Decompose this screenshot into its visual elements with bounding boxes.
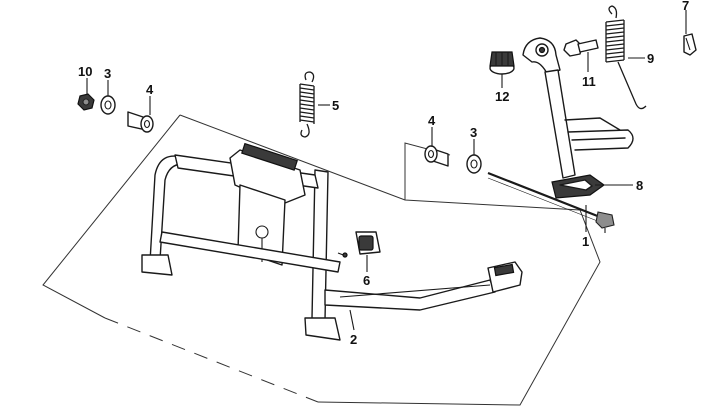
main-stand-spring bbox=[299, 71, 315, 138]
callout-4-right: 4 bbox=[428, 113, 436, 128]
callout-2: 2 bbox=[350, 332, 357, 347]
callout-8: 8 bbox=[636, 178, 643, 193]
callout-3-left: 3 bbox=[104, 66, 111, 81]
callout-10: 10 bbox=[78, 64, 92, 79]
leader-lines bbox=[86, 10, 687, 331]
spring-clip bbox=[683, 33, 697, 56]
side-stand-spring bbox=[605, 5, 647, 110]
callout-11: 11 bbox=[582, 74, 596, 89]
boundary-left-edge bbox=[42, 114, 181, 319]
callout-7: 7 bbox=[682, 0, 689, 13]
callout-labels: 1 2 3 3 4 4 5 6 7 8 9 10 11 12 bbox=[78, 0, 689, 347]
side-stand-bolt bbox=[563, 39, 599, 57]
pivot-shaft-bolt bbox=[487, 171, 615, 233]
boundary-right-edge bbox=[179, 114, 601, 406]
hex-nut bbox=[77, 93, 95, 111]
callout-6: 6 bbox=[363, 273, 370, 288]
washer-left bbox=[100, 95, 116, 115]
washer-right bbox=[466, 154, 482, 174]
callout-3-right: 3 bbox=[470, 125, 477, 140]
callout-4-left: 4 bbox=[146, 82, 154, 97]
bushing-right bbox=[424, 145, 449, 167]
rubber-stopper bbox=[355, 231, 381, 255]
main-stand-frame bbox=[141, 142, 523, 341]
boundary-dashed-bottom bbox=[104, 317, 319, 403]
callout-1: 1 bbox=[582, 234, 589, 249]
bushing-left bbox=[127, 111, 154, 133]
callout-5: 5 bbox=[332, 98, 339, 113]
callout-12: 12 bbox=[495, 89, 509, 104]
side-stand bbox=[522, 37, 634, 199]
flange-nut bbox=[489, 51, 515, 75]
callout-9: 9 bbox=[647, 51, 654, 66]
